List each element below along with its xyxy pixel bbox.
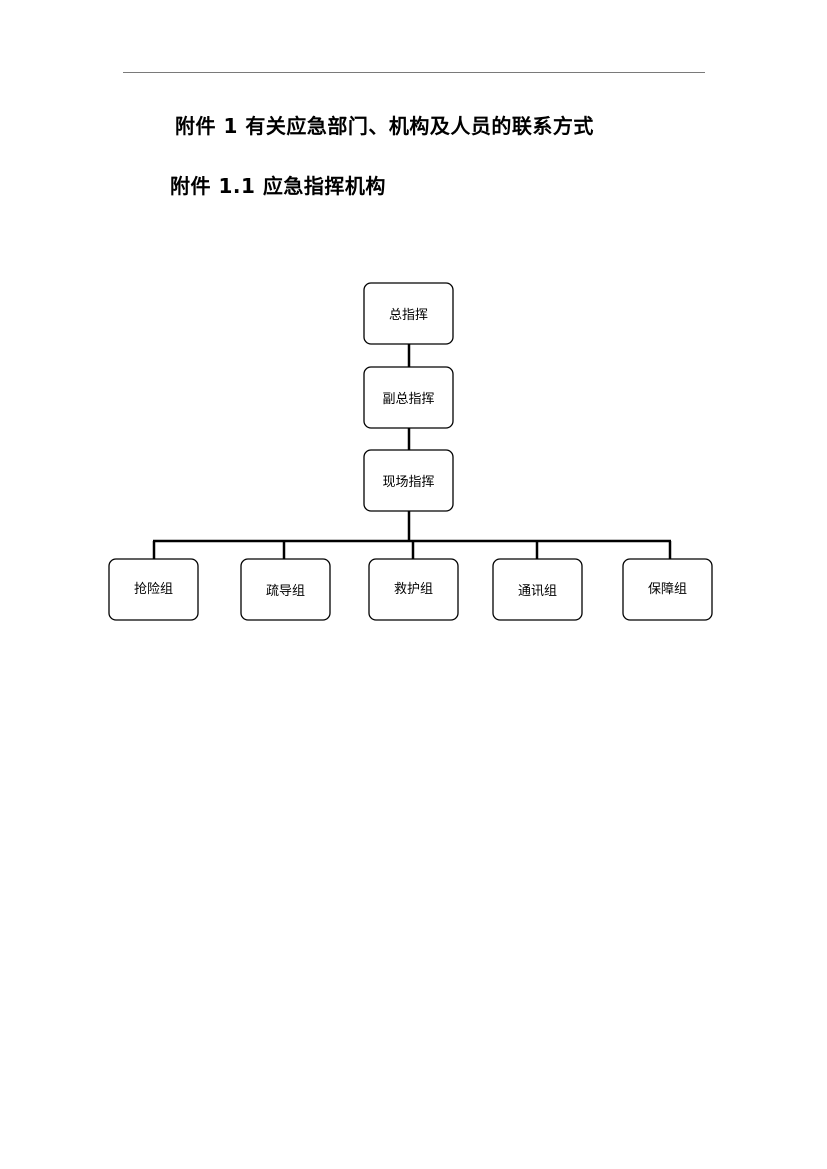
node-group-3-label: 救护组	[394, 581, 433, 597]
node-group-1: 抢险组	[108, 558, 199, 621]
node-group-5-label: 保障组	[648, 582, 687, 597]
connector-lines	[152, 344, 672, 559]
node-deputy-commander-label: 副总指挥	[382, 392, 434, 407]
header-rule	[123, 72, 705, 73]
appendix-1-1-heading: 附件 1.1 应急指挥机构	[170, 174, 386, 198]
node-group-1-label: 抢险组	[134, 581, 173, 597]
node-site-commander-label: 现场指挥	[382, 475, 434, 490]
node-commander: 总指挥	[363, 282, 454, 345]
node-group-2-label: 疏导组	[266, 584, 305, 599]
node-group-3: 救护组	[368, 558, 459, 621]
node-group-2: 疏导组	[240, 558, 331, 621]
node-deputy-commander: 副总指挥	[363, 366, 454, 429]
node-group-5: 保障组	[622, 558, 713, 621]
node-group-4-label: 通讯组	[518, 584, 557, 599]
appendix-1-heading: 附件 1 有关应急部门、机构及人员的联系方式	[175, 114, 594, 138]
node-commander-label: 总指挥	[389, 308, 428, 323]
node-group-4: 通讯组	[492, 558, 583, 621]
node-site-commander: 现场指挥	[363, 449, 454, 512]
emergency-command-org-chart: 总指挥 副总指挥 现场指挥 抢险组 疏导组 救护组 通讯组 保障组	[108, 282, 713, 621]
